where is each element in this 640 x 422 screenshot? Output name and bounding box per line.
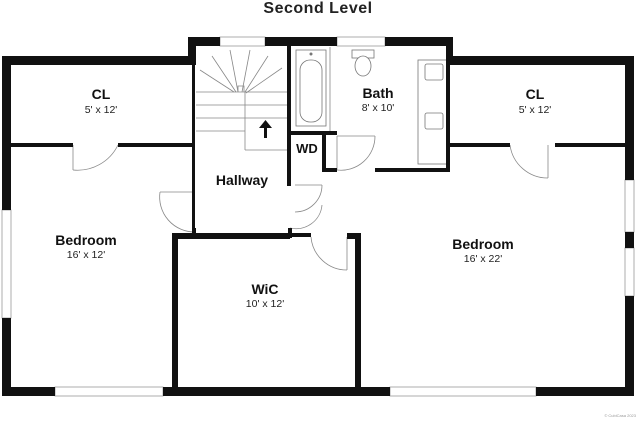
stairs [196, 49, 288, 151]
toilet-icon [351, 49, 375, 77]
room-dims: 16' x 22' [464, 253, 502, 265]
sink-bottom-icon [424, 112, 444, 130]
room-dims: 8' x 10' [362, 102, 395, 114]
room-dims: 5' x 12' [519, 104, 552, 116]
bathtub-drain-icon [309, 52, 313, 56]
room-dims: 5' x 12' [85, 104, 118, 116]
room-cl-right: CL 5' x 12' [519, 86, 552, 116]
room-dims: 16' x 12' [67, 249, 105, 261]
room-bath: Bath 8' x 10' [362, 85, 395, 114]
room-name: CL [526, 86, 545, 102]
sink-top-icon [424, 63, 444, 81]
stair-up-arrow-icon [259, 120, 272, 138]
room-name: Bath [362, 85, 393, 101]
room-name: Bedroom [452, 236, 513, 252]
plan-title: Second Level [263, 0, 372, 17]
room-name: WiC [251, 281, 278, 297]
room-name: Bedroom [55, 232, 116, 248]
room-name: CL [92, 86, 111, 102]
wd-label: WD [296, 141, 318, 156]
bathtub-basin [299, 59, 323, 123]
room-dims: 10' x 12' [246, 298, 284, 310]
room-bedroom-left: Bedroom 16' x 12' [55, 232, 116, 261]
credit-text: © CubiCasa 2023 [604, 413, 636, 418]
walls [2, 37, 634, 396]
room-hallway: Hallway [216, 172, 268, 188]
room-cl-left: CL 5' x 12' [85, 86, 118, 116]
room-bedroom-right: Bedroom 16' x 22' [452, 236, 513, 265]
room-wic: WiC 10' x 12' [246, 281, 284, 310]
room-name: Hallway [216, 172, 268, 188]
door-swings [72, 135, 549, 271]
